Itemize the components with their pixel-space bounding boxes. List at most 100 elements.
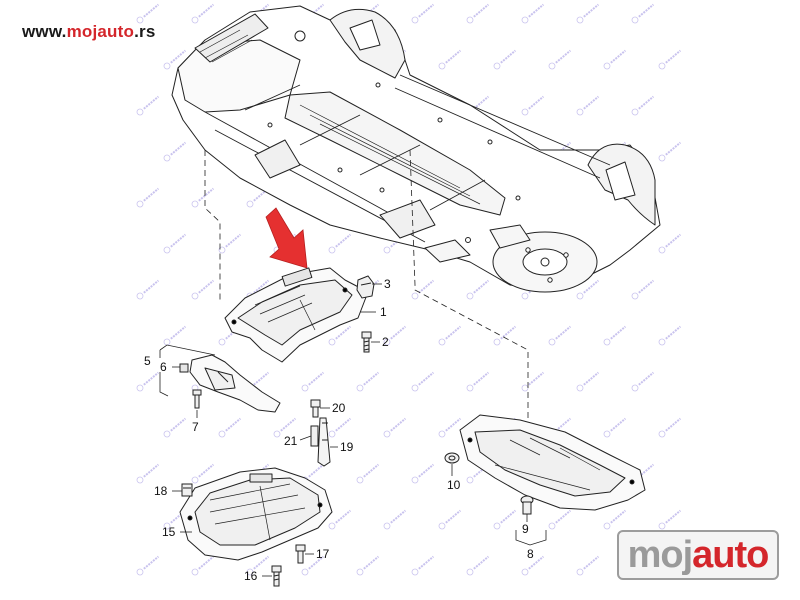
watermark-stamp [356,555,380,576]
watermark-stamp [411,463,435,484]
watermark-stamp [493,509,517,530]
watermark-stamp [603,417,627,438]
part-nut [310,399,321,418]
part-engine-undershield [224,267,369,363]
watermark-stamp [438,509,462,530]
logo-part-2: auto [692,534,769,576]
callout-number: 19 [340,440,354,454]
part-bolt [295,544,306,564]
part-clip [179,363,189,373]
watermark-stamp [191,3,215,24]
callout-number: 1 [380,305,387,319]
callout-number: 3 [384,277,391,291]
watermark-stamp [521,3,545,24]
watermark-stamp [658,233,682,254]
watermark-stamp [411,555,435,576]
watermark-stamp [548,49,572,70]
watermark-stamp [163,49,187,70]
watermark-stamp [521,555,545,576]
url-brand: mojauto [66,22,135,41]
callout-number: 6 [160,360,167,374]
watermark-stamp [658,49,682,70]
callout-number: 18 [154,484,168,498]
watermark-stamp [136,95,160,116]
watermark-stamp [658,417,682,438]
part-rear-underbody-shield [459,414,646,511]
watermark-stamp [493,49,517,70]
callout-number: 2 [382,335,389,349]
part-lower-engine-shield [179,467,333,561]
part-nut [444,452,460,464]
indicator-arrow [265,207,308,269]
part-clip [181,483,193,497]
callout-number: 7 [192,420,199,434]
watermark-stamp [576,3,600,24]
watermark-stamp [603,49,627,70]
watermark-stamp [548,509,572,530]
watermark-stamp [631,95,655,116]
website-url: www.mojauto.rs [22,22,155,42]
watermark-stamp [136,187,160,208]
part-bracket-shield [189,354,281,413]
watermark-stamp [356,463,380,484]
watermark-stamp [466,555,490,576]
watermark-stamp [548,325,572,346]
watermark-stamp [191,555,215,576]
part-bolt [520,495,534,515]
watermark-stamp [356,371,380,392]
callout-leaders [159,283,547,577]
watermark-stamp [136,463,160,484]
watermark-stamp [576,555,600,576]
watermark-stamp [136,371,160,392]
watermark-stamp [218,233,242,254]
callout-number: 17 [316,547,330,561]
url-prefix: www. [22,22,67,41]
part-bolt [310,425,319,447]
watermark-stamp [521,95,545,116]
watermark-stamp [603,509,627,530]
callout-number: 21 [284,434,298,448]
watermark-stamp [273,417,297,438]
watermark-stamp [328,233,352,254]
watermark-stamp [658,141,682,162]
watermark-stamp [576,279,600,300]
watermark-stamp [631,3,655,24]
callout-number: 5 [144,354,151,368]
watermark-stamp [411,3,435,24]
watermark-stamp [603,325,627,346]
watermark-stamp [493,325,517,346]
watermark-stamp [136,279,160,300]
callout-number: 20 [332,401,346,415]
watermark-stamp [301,555,325,576]
watermark-stamp [383,417,407,438]
watermark-stamp [191,187,215,208]
url-suffix: .rs [134,22,156,41]
watermark-stamp [576,95,600,116]
watermark-stamp [521,371,545,392]
part-bolt [271,565,282,587]
watermark-stamp [438,325,462,346]
watermark-stamp [466,3,490,24]
part-bolt [361,331,372,353]
watermark-stamp [328,325,352,346]
part-clip [356,275,375,299]
watermark-stamp [191,279,215,300]
watermark-stamp [466,279,490,300]
callout-number: 16 [244,569,258,583]
watermark-stamp [163,141,187,162]
watermark-stamp [411,279,435,300]
watermark-stamp [163,233,187,254]
callout-number: 10 [447,478,461,492]
watermark-stamp [658,325,682,346]
watermark-stamp [383,509,407,530]
watermark-stamp [576,371,600,392]
watermark-stamp [328,509,352,530]
part-bolt [192,389,202,409]
watermark-stamp [411,371,435,392]
watermark-stamp [658,509,682,530]
watermark-stamp [246,555,270,576]
watermark-stamp [438,49,462,70]
logo-part-1: moj [627,534,694,576]
